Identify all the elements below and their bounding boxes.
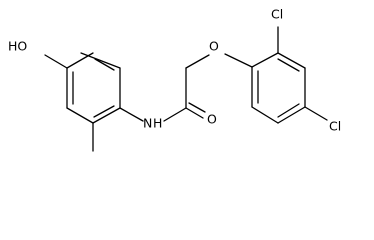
- carbonyl-double-bond: [185, 107, 204, 119]
- ring-bond: [251, 52, 279, 68]
- chlorine-right-bond: [304, 106, 328, 121]
- chlorine-right-label: Cl: [329, 119, 341, 134]
- amide-hydrogen-label: H: [153, 116, 162, 131]
- carbonyl-double-bond: [188, 102, 206, 113]
- amide-nitrogen-label: N: [143, 116, 152, 131]
- oxygen-aryl-bond: [224, 53, 253, 68]
- ring-double-bond: [277, 103, 300, 118]
- ring-bond: [277, 52, 306, 69]
- ring-bond: [251, 106, 279, 124]
- aryl-nitrogen-bond: [119, 107, 144, 122]
- right-benzene-ring: [251, 52, 306, 124]
- methylene-oxygen-bond: [185, 54, 210, 69]
- carbonyl-oxygen-label: O: [207, 112, 217, 127]
- chlorine-top-label: Cl: [271, 7, 283, 22]
- ring-bond: [80, 52, 121, 69]
- ring-bond: [66, 107, 94, 124]
- ether-oxygen-label: O: [209, 39, 219, 54]
- ring-double-bond: [93, 105, 115, 118]
- ring-bond: [92, 107, 121, 124]
- hydroxyl-bond: [44, 54, 68, 69]
- nitrogen-carbonyl-bond: [163, 107, 187, 122]
- left-benzene-ring: [66, 52, 121, 124]
- ring-double-bond: [94, 58, 115, 71]
- ring-bond: [66, 52, 94, 69]
- hydroxyl-label: HO: [8, 39, 27, 54]
- ring-bond: [277, 106, 306, 124]
- ring-double-bond: [277, 58, 300, 72]
- chemical-structure-diagram: HO N H O O Cl Cl: [8, 7, 341, 152]
